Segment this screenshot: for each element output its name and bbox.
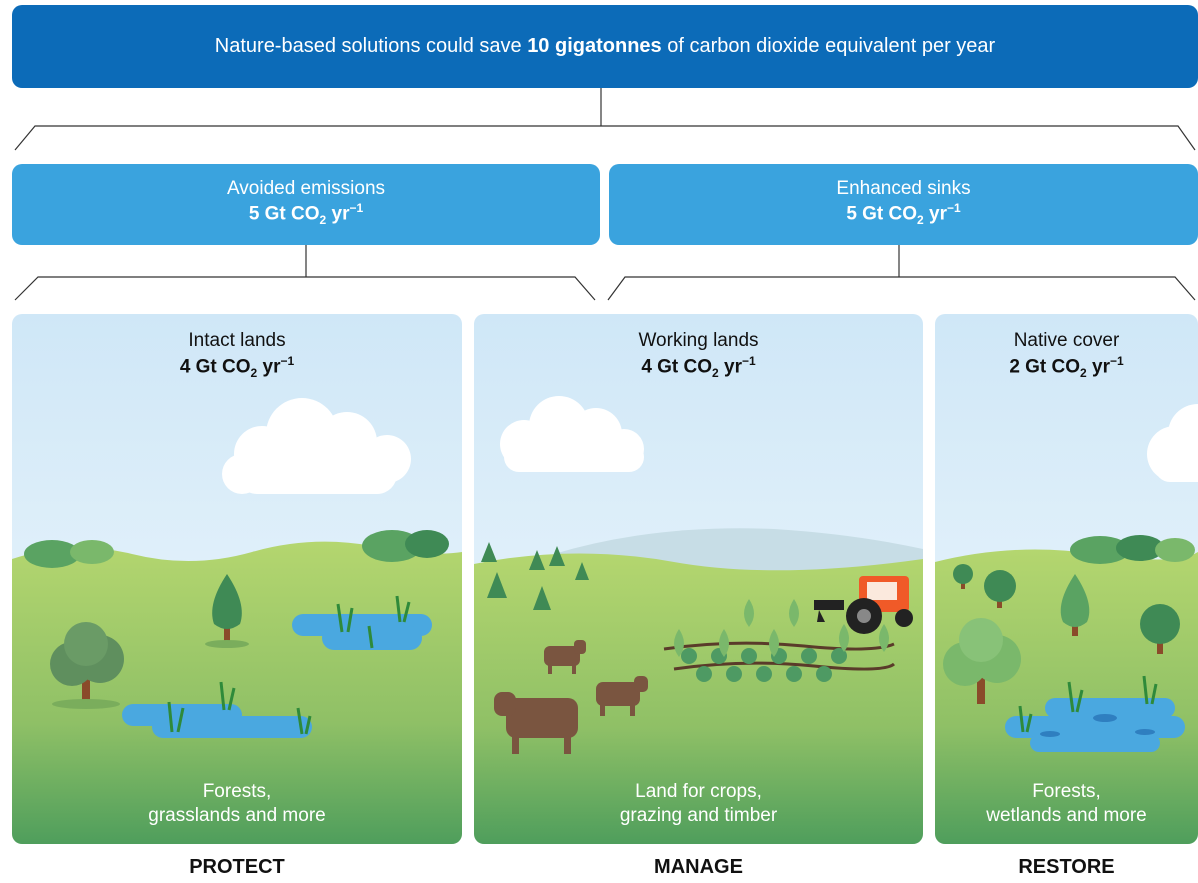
category-title: Avoided emissions [226, 178, 386, 199]
panel-description: Forests,grasslands and more [148, 781, 326, 826]
action-restore: RESTORE [1018, 856, 1115, 878]
cloud-icon [222, 398, 411, 494]
tree-icon [205, 574, 249, 648]
panel-working-lands: Working lands 4 Gt CO2 yr−1 Land for cro… [474, 314, 923, 844]
summary-text: Nature-based solutions could save 10 gig… [214, 35, 996, 57]
pond-icon [122, 614, 432, 738]
panel-value: 4 Gt CO2 yr−1 [641, 354, 756, 381]
category-avoided-emissions: Avoided emissions 5 Gt CO2 yr−1 [12, 164, 600, 245]
panel-native-cover: Native cover 2 Gt CO2 yr−1 Forests,wetla… [935, 314, 1198, 844]
panel-intact-lands: Intact lands 4 Gt CO2 yr−1 Forests,grass… [12, 314, 462, 844]
panel-title: Intact lands [188, 330, 286, 351]
action-manage: MANAGE [654, 856, 743, 878]
fish-icon [1040, 714, 1155, 737]
native-cover-illustration [935, 314, 1198, 844]
conifer-trees-icon [481, 542, 589, 610]
panel-value: 4 Gt CO2 yr−1 [179, 354, 295, 381]
panel-title: Native cover [1013, 330, 1120, 351]
distant-trees-icon [1070, 535, 1195, 564]
tractor-icon [814, 576, 913, 634]
category-value: 5 Gt CO2 yr−1 [248, 201, 364, 228]
panel-description: Land for crops,grazing and timber [619, 781, 778, 826]
cloud-icon [1147, 404, 1198, 482]
reeds-icon [167, 595, 411, 735]
bush-tree-icon [50, 622, 124, 709]
intact-lands-illustration [12, 314, 462, 844]
working-lands-illustration [474, 314, 923, 844]
crop-rows-icon [663, 599, 896, 682]
trees-icon [943, 564, 1180, 704]
distant-trees-icon [24, 530, 449, 568]
cows-icon [494, 640, 648, 754]
cloud-icon [500, 396, 644, 472]
panel-title: Working lands [638, 330, 759, 351]
panel-value: 2 Gt CO2 yr−1 [1009, 354, 1124, 381]
action-protect: PROTECT [189, 856, 285, 878]
reeds-icon [1018, 675, 1158, 733]
category-enhanced-sinks: Enhanced sinks 5 Gt CO2 yr−1 [609, 164, 1198, 245]
category-title: Enhanced sinks [836, 178, 971, 199]
category-value: 5 Gt CO2 yr−1 [846, 201, 961, 228]
summary-banner: Nature-based solutions could save 10 gig… [12, 5, 1198, 88]
panel-description: Forests,wetlands and more [986, 781, 1147, 826]
